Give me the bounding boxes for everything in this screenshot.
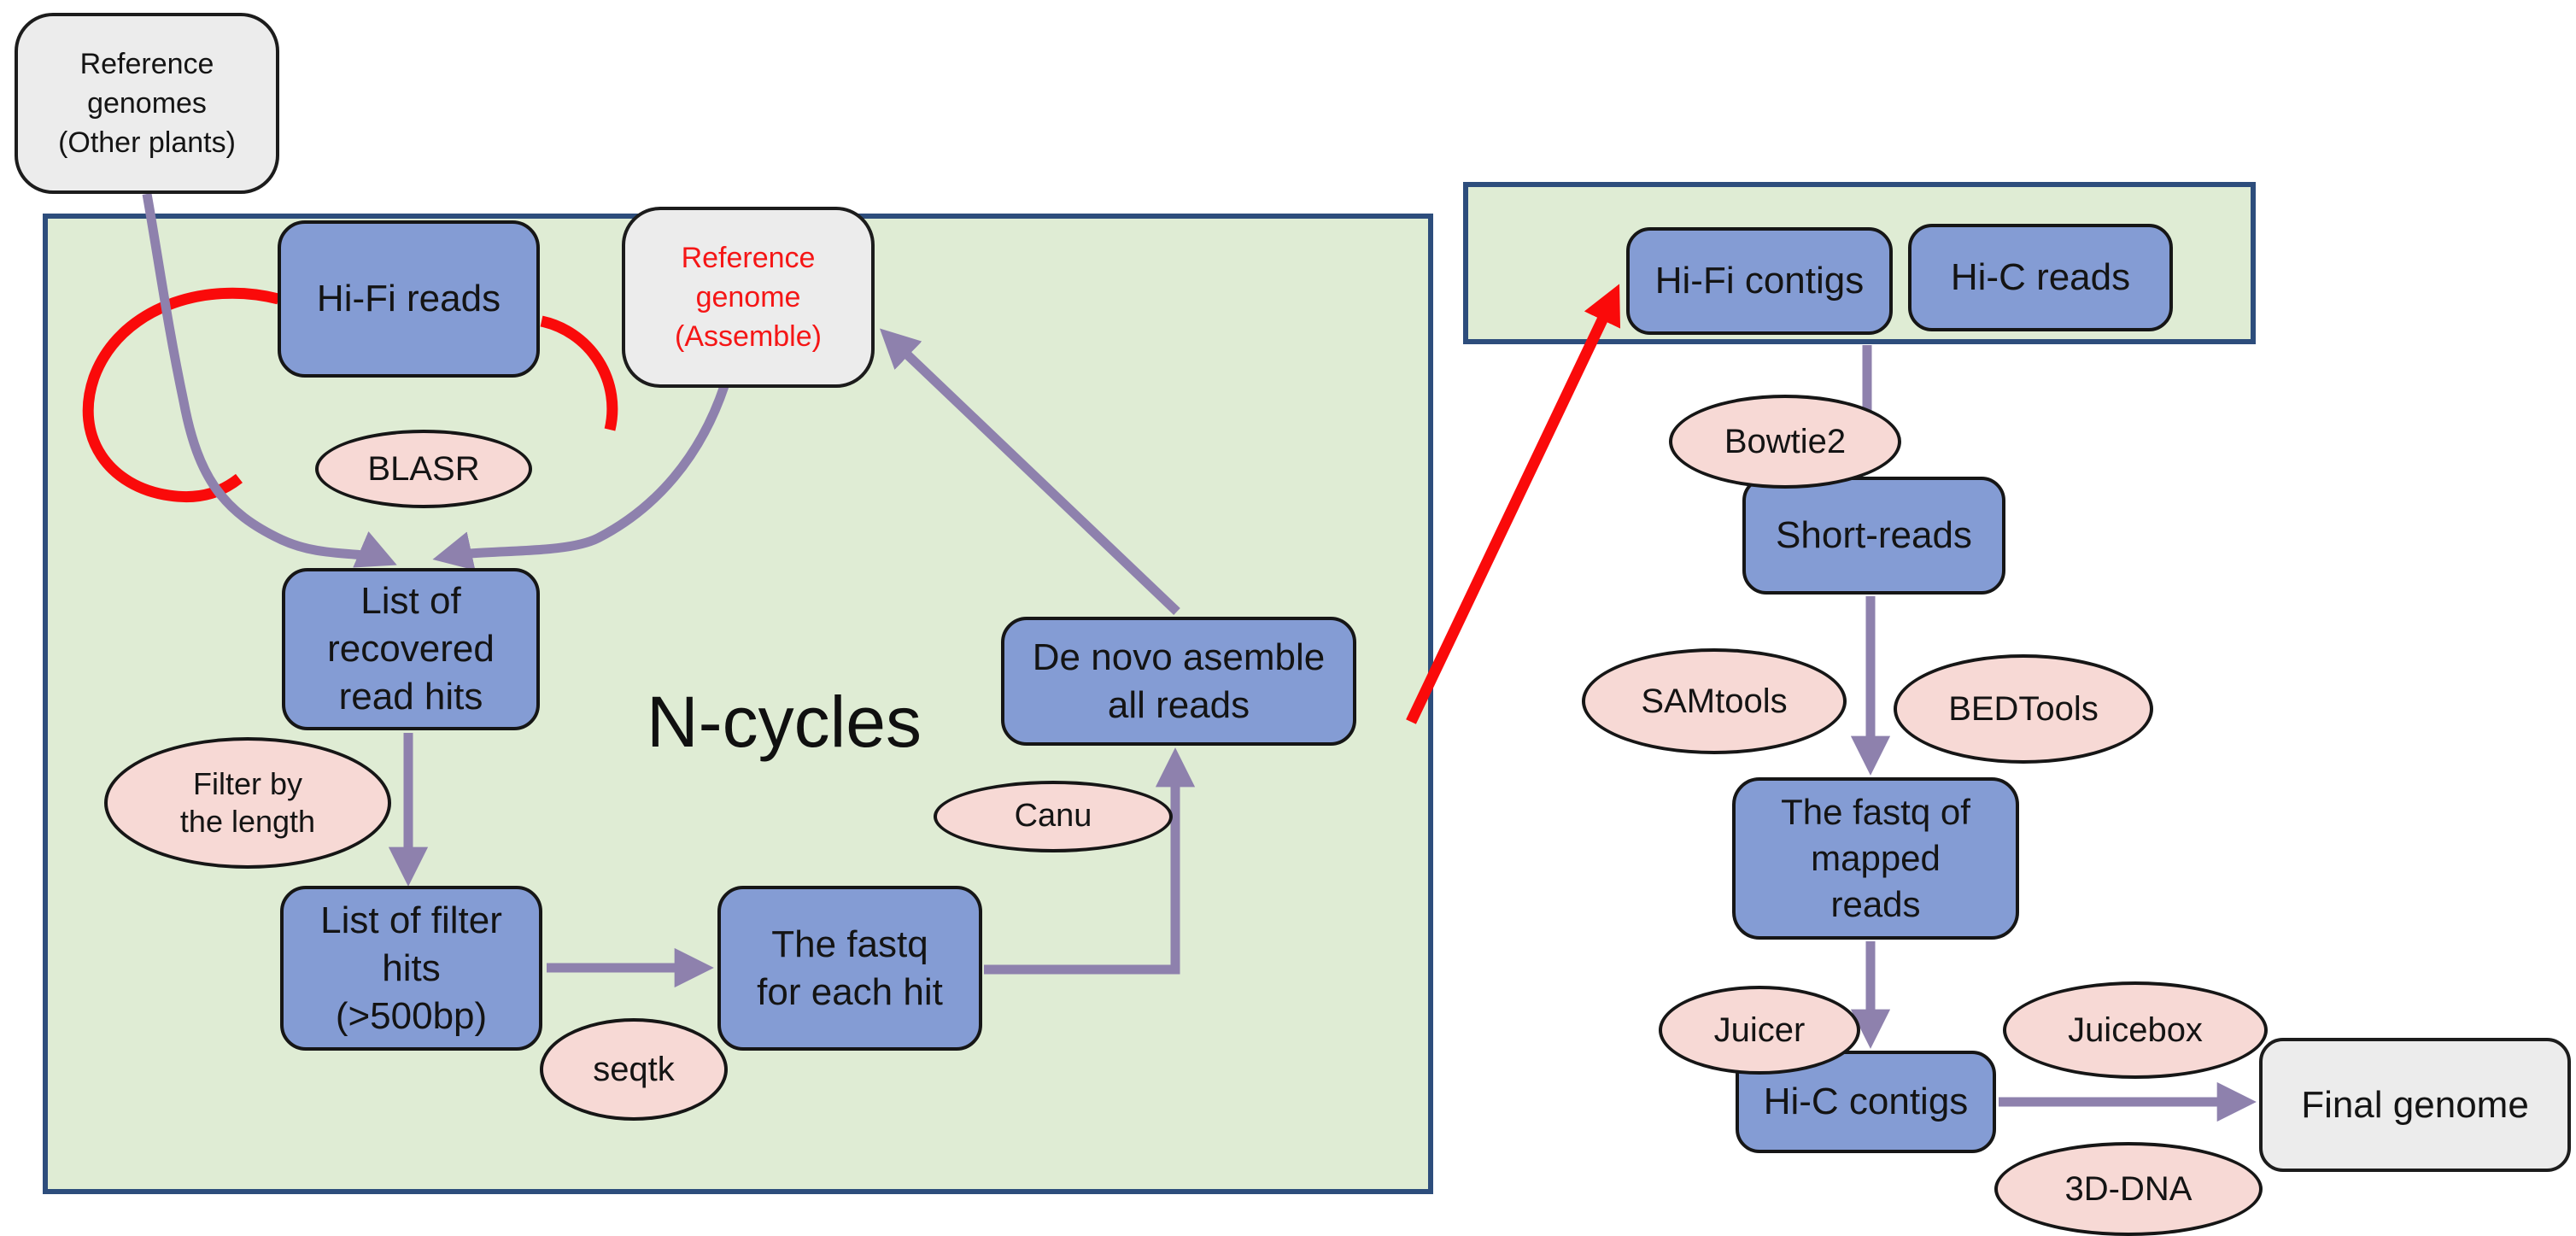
node-label-line: Reference: [79, 48, 214, 80]
node-label-line: mapped: [1811, 838, 1941, 878]
tool-juicer: Juicer: [1659, 986, 1860, 1075]
node-label-line: De novo asemble: [1032, 636, 1326, 678]
node-label-line: read hits: [338, 676, 483, 718]
node-label: Hi-Fi contigs: [1654, 260, 1865, 302]
node-hifi-reads: Hi-Fi reads: [278, 220, 540, 378]
node-label-line: (Other plants): [58, 126, 236, 159]
tool-label: BLASR: [367, 450, 480, 488]
red-cycle-arc-right: [540, 315, 618, 431]
node-fastq-for-each-hit: The fastq for each hit: [717, 886, 982, 1051]
tool-canu: Canu: [934, 781, 1173, 852]
node-de-novo-assemble: De novo asemble all reads: [1001, 617, 1356, 746]
node-label: Short-reads: [1776, 514, 1972, 556]
tool-blasr: BLASR: [315, 430, 532, 508]
node-reference-genome-assemble: Reference genome (Assemble): [622, 207, 875, 388]
tool-label-line: Filter by: [192, 766, 303, 801]
tool-label: Bowtie2: [1724, 423, 1847, 460]
tool-label: Juicer: [1713, 1011, 1806, 1049]
node-label: Hi-Fi reads: [316, 278, 501, 319]
arrow-refplants-to-list: [142, 193, 397, 568]
tool-label-line: the length: [179, 804, 316, 839]
node-fastq-of-mapped-reads: The fastq of mapped reads: [1732, 777, 2019, 940]
node-label-line: The fastq of: [1781, 792, 1970, 832]
n-cycles-label: N-cycles: [646, 681, 922, 762]
node-short-reads: Short-reads: [1742, 477, 2005, 595]
node-label-line: recovered: [327, 628, 495, 670]
node-label: Hi-C reads: [1950, 256, 2131, 298]
tool-label: 3D-DNA: [2064, 1170, 2193, 1208]
node-label-line: genomes: [87, 87, 207, 120]
node-label-line: Reference: [681, 242, 816, 274]
tool-label: Juicebox: [2068, 1011, 2203, 1049]
node-label-line: The fastq: [771, 923, 928, 965]
arrow-fastq-to-denovo: [984, 747, 1196, 975]
arrow-assemble-to-list: [432, 384, 729, 571]
tool-filter-by-length: Filter by the length: [104, 737, 391, 869]
red-cycle-arc-left: [82, 287, 280, 503]
node-final-genome: Final genome: [2259, 1038, 2571, 1172]
node-label-line: List of filter: [320, 899, 502, 941]
node-list-recovered-read-hits: List of recovered read hits: [282, 568, 540, 730]
tool-bowtie2: Bowtie2: [1669, 395, 1901, 489]
tool-bedtools: BEDTools: [1894, 654, 2153, 764]
node-reference-genomes-other-plants: Reference genomes (Other plants): [15, 13, 279, 194]
node-label-line: (Assemble): [675, 320, 822, 353]
node-label: Final genome: [2301, 1083, 2529, 1126]
node-list-filter-hits: List of filter hits (>500bp): [280, 886, 542, 1051]
tool-label: Canu: [1014, 798, 1092, 835]
tool-samtools: SAMtools: [1582, 648, 1847, 754]
node-label-line: reads: [1830, 884, 1921, 924]
tool-label: SAMtools: [1641, 682, 1788, 720]
node-label: Hi-C contigs: [1763, 1081, 1969, 1122]
tool-seqtk: seqtk: [540, 1018, 728, 1121]
red-arrow-to-hifi-contigs: [1406, 284, 1621, 724]
tool-juicebox: Juicebox: [2003, 981, 2268, 1079]
arrow-denovo-to-assemble: [879, 328, 1180, 615]
node-hic-reads: Hi-C reads: [1908, 224, 2173, 331]
node-hifi-contigs: Hi-Fi contigs: [1626, 227, 1893, 335]
node-label-line: genome: [695, 281, 801, 313]
node-label-line: all reads: [1107, 683, 1250, 726]
node-label-line: List of: [360, 580, 461, 622]
tool-label: BEDTools: [1948, 690, 2099, 728]
node-label-line: (>500bp): [335, 994, 488, 1037]
node-label-line: hits: [382, 946, 441, 989]
node-label-line: for each hit: [757, 970, 943, 1013]
tool-3d-dna: 3D-DNA: [1994, 1142, 2263, 1236]
tool-label: seqtk: [593, 1051, 675, 1088]
